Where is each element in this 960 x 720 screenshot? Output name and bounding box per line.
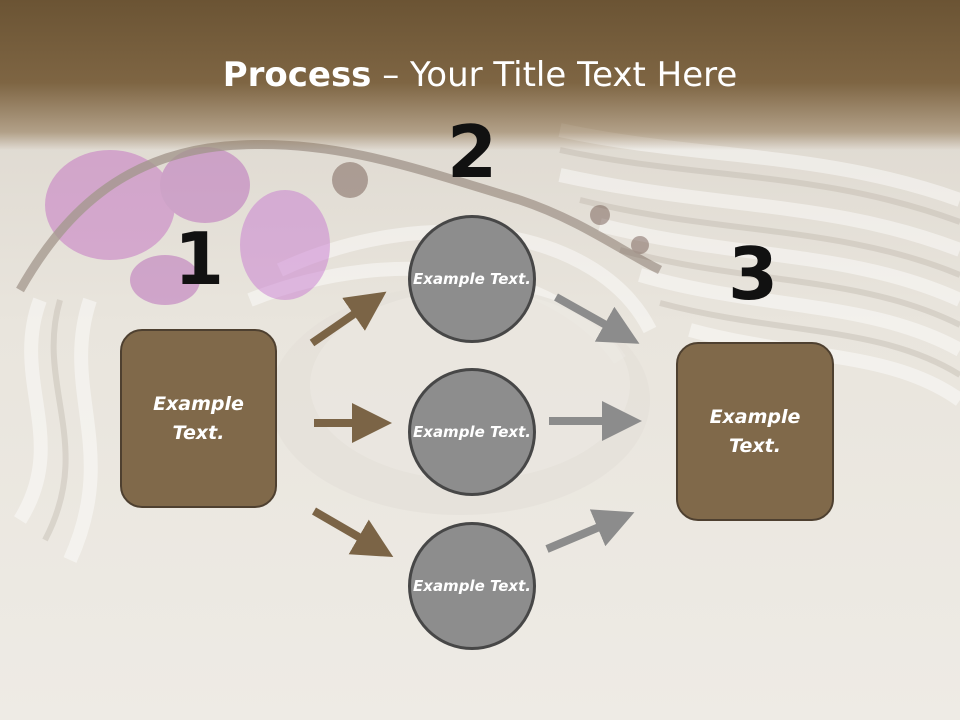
arrow-box1-to-circle1 [309,291,387,347]
step-number-1: 1 [173,217,225,301]
circle-3: Example Text. [408,522,536,650]
step-number-2: 2 [446,110,498,194]
step-3-text: Example Text. [709,405,801,457]
step-number-3: 3 [727,232,779,316]
step-1-box: Example Text. [120,329,277,508]
orchid-decoration [16,139,663,305]
circle-1-text: Example Text. [413,269,531,288]
arrow-circle1-to-box3 [554,293,640,344]
title-strong: Process [222,55,372,95]
title-rest: – Your Title Text Here [371,55,738,95]
circle-1: Example Text. [408,215,536,343]
step-3-box: Example Text. [676,342,834,521]
arrow-box1-to-circle3 [311,507,394,558]
title-bar [0,0,960,150]
slide-title: Process – Your Title Text Here [0,52,960,98]
circle-2: Example Text. [408,368,536,496]
arrow-circle3-to-box3 [545,509,635,553]
step-1-text: Example Text. [153,392,244,444]
circle-2-text: Example Text. [413,422,531,441]
circle-3-text: Example Text. [413,576,531,595]
